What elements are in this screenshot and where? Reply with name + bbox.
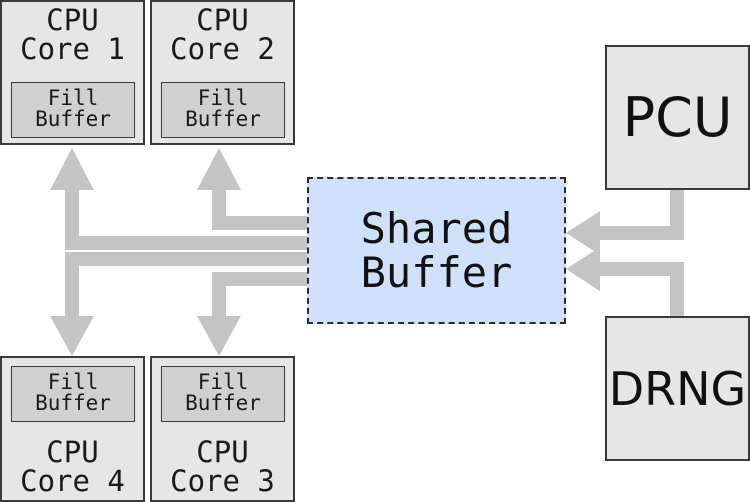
bus-core3 — [212, 272, 307, 286]
cpu-core-4-label: CPU Core 4 — [20, 435, 125, 498]
bus-core2 — [212, 216, 307, 230]
arrow-pcu — [566, 211, 600, 255]
arrow-up-core1 — [50, 148, 94, 190]
connector-pcu-horizontal — [600, 226, 684, 240]
drng-box: DRNG — [605, 316, 750, 461]
cpu-core-1-label: CPU Core 1 — [20, 3, 125, 66]
arrow-down-core4 — [50, 316, 94, 356]
cpu-core-4: Fill Buffer CPU Core 4 — [0, 356, 145, 502]
shared-buffer: Shared Buffer — [307, 177, 566, 324]
connector-core1 — [65, 190, 79, 250]
arrow-down-core3 — [197, 316, 241, 356]
cpu-core-1: CPU Core 1 Fill Buffer — [0, 0, 145, 145]
bus-core1 — [65, 236, 307, 250]
fill-buffer-core-1: Fill Buffer — [11, 82, 135, 138]
arrow-drng — [566, 247, 600, 291]
cpu-core-3-label: CPU Core 3 — [170, 435, 275, 498]
cpu-core-2: CPU Core 2 Fill Buffer — [150, 0, 295, 145]
fill-buffer-core-4: Fill Buffer — [11, 366, 135, 422]
bus-core4 — [65, 252, 307, 266]
connector-drng-horizontal — [600, 262, 684, 276]
arrow-up-core2 — [197, 148, 241, 190]
fill-buffer-core-3: Fill Buffer — [161, 366, 285, 422]
cpu-core-2-label: CPU Core 2 — [170, 3, 275, 66]
cpu-core-3: Fill Buffer CPU Core 3 — [150, 356, 295, 502]
pcu-label: PCU — [622, 86, 733, 149]
drng-label: DRNG — [608, 362, 747, 416]
fill-buffer-core-2: Fill Buffer — [161, 82, 285, 138]
pcu-box: PCU — [605, 45, 750, 190]
connector-core4 — [65, 252, 79, 316]
